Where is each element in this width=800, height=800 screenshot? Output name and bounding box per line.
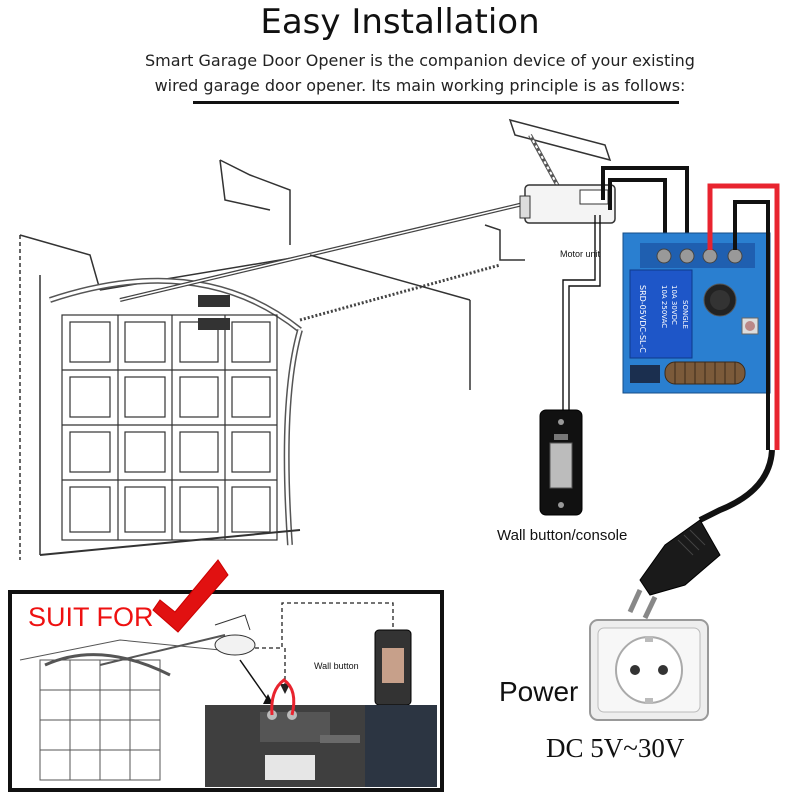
motor-unit: [519, 184, 616, 224]
power-wires: [698, 183, 780, 523]
relay-marking-3: 10A 30VDC: [670, 285, 678, 325]
wall-button-device: [539, 409, 583, 516]
power-socket-icon: [589, 619, 709, 721]
motor-unit-label: Motor unit: [560, 249, 601, 259]
power-plug-icon: [627, 519, 721, 620]
title-divider: [193, 101, 679, 104]
inset-wall-button-label: Wall button: [314, 661, 359, 671]
description-line-1: Smart Garage Door Opener is the companio…: [145, 51, 695, 70]
page-title: Easy Installation: [260, 2, 540, 42]
relay-marking-1: SRD-05VDC-SL-C: [638, 285, 647, 353]
relay-marking-4: SONGLE: [681, 300, 689, 329]
power-label: Power: [499, 676, 579, 707]
description-line-2: wired garage door opener. Its main worki…: [154, 76, 686, 95]
motor-to-relay-wires: [601, 166, 689, 250]
motor-to-wall-button-wires: [562, 215, 601, 410]
description: Smart Garage Door Opener is the companio…: [120, 48, 720, 98]
check-mark-icon: [152, 559, 229, 633]
relay-marking-2: 10A 250VAC: [660, 285, 668, 328]
wall-button-label: Wall button/console: [497, 527, 628, 544]
voltage-label: DC 5V~30V: [546, 733, 685, 763]
relay-module: SRD-05VDC-SL-C 10A 250VAC 10A 30VDC SONG…: [622, 232, 771, 394]
garage-illustration: [19, 118, 612, 560]
installation-inset: [8, 590, 444, 792]
suit-for-label: SUIT FOR: [28, 602, 154, 632]
